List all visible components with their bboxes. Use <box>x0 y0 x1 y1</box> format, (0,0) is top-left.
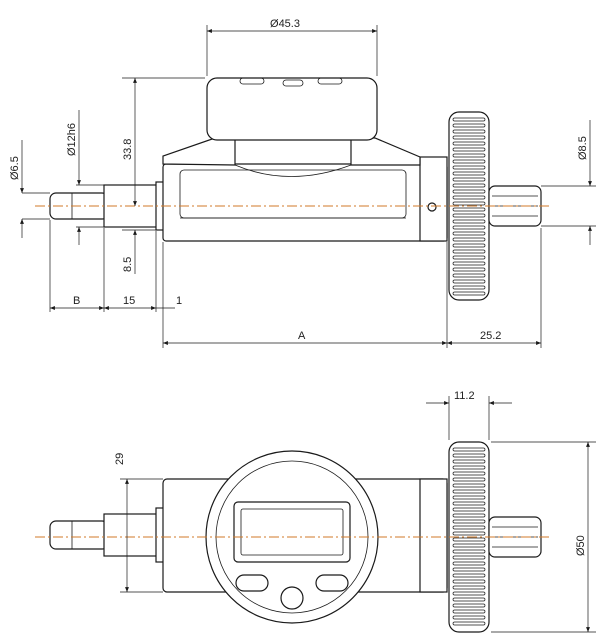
knurl-ridge <box>452 531 486 536</box>
knurl-ridge <box>452 615 486 620</box>
dim-stem-diameter: 6.5 <box>9 156 21 171</box>
knurl-ridge <box>452 543 486 548</box>
knurl-ridge <box>452 123 486 128</box>
knurl-ridge <box>452 267 486 272</box>
knurl-ridge <box>452 537 486 542</box>
svg-text:Ø12h6: Ø12h6 <box>66 123 78 156</box>
dim-body-height: 29 <box>114 453 126 465</box>
dim-len-15: 15 <box>123 295 135 307</box>
knurl-ridge <box>452 243 486 248</box>
front-dimensions: 11.2 29 Ø50 <box>114 390 596 633</box>
knurl-ridge <box>452 489 486 494</box>
dim-height-lower: 8.5 <box>122 257 134 272</box>
knurl-ridge <box>452 117 486 122</box>
dim-len-a: A <box>298 330 306 342</box>
knurl-ridge <box>452 495 486 500</box>
svg-text:Ø8.5: Ø8.5 <box>577 136 589 160</box>
side-view <box>35 77 552 301</box>
knurl-ridge <box>452 597 486 602</box>
knurl-ridge <box>452 165 486 170</box>
knurl-ridge <box>452 567 486 572</box>
side-dimensions: Ø45.3 Ø6.5 Ø12h6 33.8 8.5 B 15 1 <box>9 18 596 348</box>
knurl-ridge <box>452 255 486 260</box>
knurl-ridge <box>452 231 486 236</box>
svg-text:Ø6.5: Ø6.5 <box>9 156 21 180</box>
knurl-ridge <box>452 153 486 158</box>
knurl-ridge <box>452 141 486 146</box>
knurl-ridge <box>452 585 486 590</box>
knurl-ridge <box>452 195 486 200</box>
knurl-ridge <box>452 279 486 284</box>
knurl-ridge <box>452 555 486 560</box>
knurl-ridge <box>452 129 486 134</box>
dim-len-1: 1 <box>176 295 182 307</box>
dim-len-b: B <box>73 295 80 307</box>
knurl-ridge <box>452 213 486 218</box>
knurl-ridge <box>452 621 486 626</box>
knurl-ridge <box>452 225 486 230</box>
stem-tip-front <box>49 520 109 550</box>
knurl-ridge <box>452 459 486 464</box>
front-view <box>35 441 552 633</box>
lcd-window <box>233 501 351 563</box>
knurl-ridge <box>452 177 486 182</box>
dim-height-upper: 33.8 <box>122 139 134 160</box>
knurl-ridge <box>452 291 486 296</box>
diameter-symbol: Ø <box>270 18 279 30</box>
left-button <box>235 574 269 592</box>
knurl-ridge <box>452 171 486 176</box>
dim-knob-diameter: 50 <box>575 535 587 547</box>
dim-len-knob: 25.2 <box>480 330 501 342</box>
knurl-ridge <box>452 603 486 608</box>
knurl-ridge <box>452 249 486 254</box>
knurl-ridge <box>452 237 486 242</box>
svg-text:Ø45.3: Ø45.3 <box>270 18 300 30</box>
knurl-ridge <box>452 147 486 152</box>
dim-tolerance-diameter: 12h6 <box>66 123 78 147</box>
knurl-ridge <box>452 483 486 488</box>
knurl-ridge <box>452 561 486 566</box>
knurl-ridge <box>452 477 486 482</box>
knurl-ridge <box>452 189 486 194</box>
knurl-ridge <box>452 501 486 506</box>
knurl-ridge <box>452 261 486 266</box>
knurl-ridge <box>452 609 486 614</box>
knurl-ridge <box>452 135 486 140</box>
dim-knob-shaft-diameter: 8.5 <box>577 136 589 151</box>
knurl-ridge <box>452 201 486 206</box>
knurl-ridge <box>452 453 486 458</box>
knurl-ridge <box>452 447 486 452</box>
stem-collar-front <box>103 513 160 557</box>
knurl-ridge <box>452 207 486 212</box>
knurl-ridge <box>452 465 486 470</box>
knurl-ridge <box>452 513 486 518</box>
knurl-ridge <box>452 519 486 524</box>
knurl-ridge <box>452 219 486 224</box>
knurl-ridge <box>452 273 486 278</box>
knurl-ridge <box>452 549 486 554</box>
knurl-ridge <box>452 285 486 290</box>
dim-top-diameter: 45.3 <box>279 18 300 30</box>
knurl-ridge <box>452 591 486 596</box>
knurl-ridge <box>452 507 486 512</box>
center-button <box>280 586 304 610</box>
display-head <box>206 77 378 141</box>
knurl-ridge <box>452 573 486 578</box>
dim-knob-width: 11.2 <box>454 390 475 402</box>
knurl-ridge <box>452 159 486 164</box>
knurl-ridge <box>452 183 486 188</box>
right-button <box>315 574 349 592</box>
knurl-ridge <box>452 579 486 584</box>
svg-text:Ø50: Ø50 <box>575 535 587 556</box>
knurl-ridge <box>452 471 486 476</box>
knurl-ridge <box>452 525 486 530</box>
